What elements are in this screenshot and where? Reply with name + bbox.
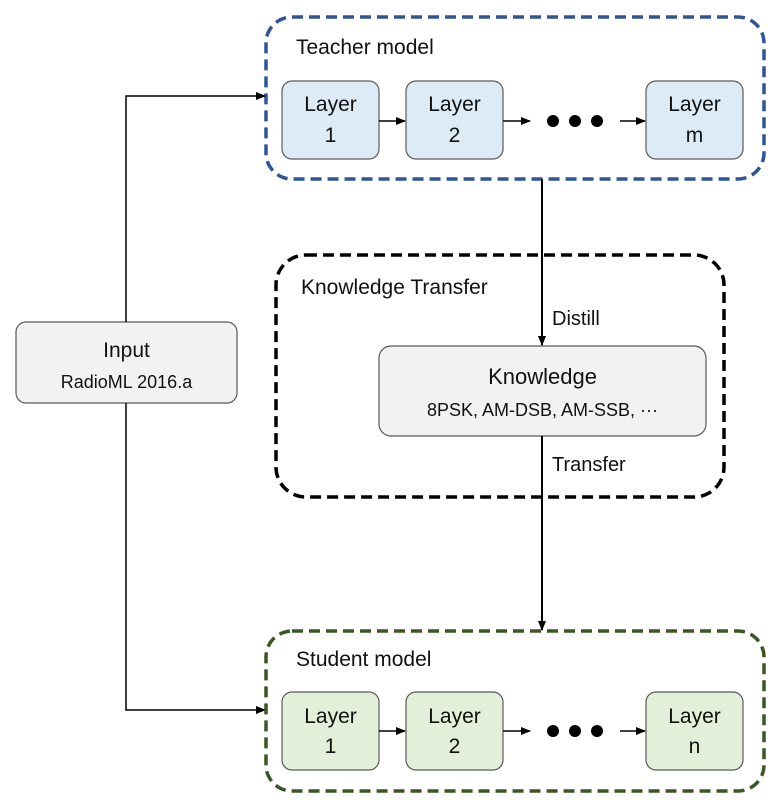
input-to-teacher-arrow — [125, 92, 266, 322]
knowledge-transfer-frame — [274, 253, 726, 499]
knowledge-title: Knowledge — [488, 364, 597, 389]
teacher-model-group: Teacher model Layer 1 Layer 2 Layer m — [264, 15, 766, 181]
teacher-layer-m-line1: Layer — [668, 93, 721, 116]
teacher-model-label: Teacher model — [296, 36, 434, 59]
teacher-layer-m-line2: m — [686, 124, 704, 147]
student-layer-2-line1: Layer — [428, 705, 481, 728]
student-model-frame — [264, 629, 766, 793]
input-node: Input RadioML 2016.a — [15, 321, 238, 404]
student-layer-2: Layer 2 — [405, 691, 504, 771]
teacher-layer-2-line1: Layer — [428, 93, 481, 116]
student-layer-1: Layer 1 — [281, 691, 380, 771]
teacher-layer-2: Layer 2 — [405, 80, 504, 160]
transfer-label: Transfer — [552, 454, 626, 476]
knowledge-transfer-label: Knowledge Transfer — [301, 276, 488, 299]
teacher-layer-1-line1: Layer — [304, 93, 357, 116]
student-layer-1-line2: 1 — [325, 735, 337, 758]
knowledge-node: Knowledge 8PSK, AM-DSB, AM-SSB, ··· — [378, 345, 707, 437]
student-layer-2-line2: 2 — [449, 735, 461, 758]
student-ellipsis-dots — [547, 725, 603, 737]
input-to-student-arrow — [125, 403, 266, 714]
student-layer-n-line2: n — [689, 735, 701, 758]
teacher-layer-1-line2: 1 — [325, 124, 337, 147]
teacher-layer-m: Layer m — [645, 80, 744, 160]
teacher-layer-2-line2: 2 — [449, 124, 461, 147]
knowledge-subtitle: 8PSK, AM-DSB, AM-SSB, ··· — [427, 400, 658, 420]
input-title: Input — [103, 339, 150, 362]
student-model-label: Student model — [296, 648, 431, 671]
input-subtitle: RadioML 2016.a — [61, 372, 193, 392]
student-layer-1-line1: Layer — [304, 705, 357, 728]
knowledge-transfer-group: Knowledge Transfer Knowledge 8PSK, AM-DS… — [274, 253, 726, 499]
student-model-group: Student model Layer 1 Layer 2 Layer n — [264, 629, 766, 793]
teacher-layer-1: Layer 1 — [281, 80, 380, 160]
student-layer-n-line1: Layer — [668, 705, 721, 728]
teacher-ellipsis-dots — [547, 115, 603, 127]
teacher-model-frame — [264, 15, 766, 181]
distill-label: Distill — [552, 308, 600, 330]
student-layer-n: Layer n — [645, 691, 744, 771]
